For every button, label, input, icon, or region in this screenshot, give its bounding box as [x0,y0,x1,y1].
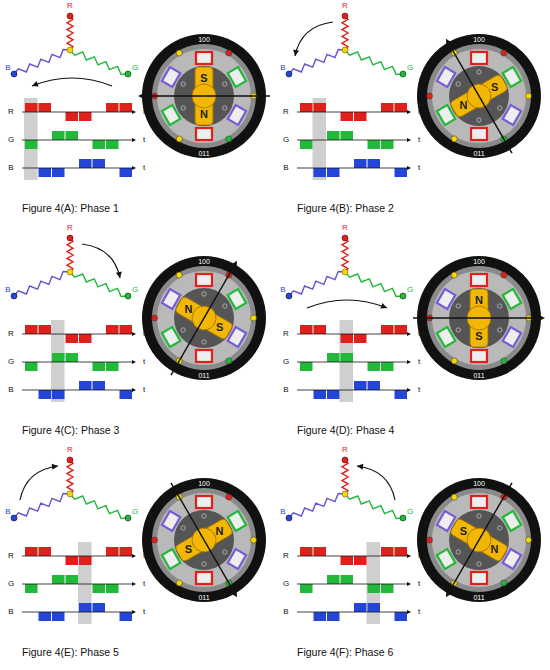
time-axis-label: t [143,552,145,560]
pole-label: N [491,544,499,555]
waveform-label: G [8,136,14,144]
time-axis-label: t [143,358,145,366]
time-axis-label: t [418,164,420,172]
waveform-label: B [283,164,288,172]
coil-terminal-label: G [407,508,413,516]
figure-caption: Figure 4(E): Phase 5 [22,647,119,658]
ring-code: 011 [473,150,484,157]
coil-terminal-label: R [342,2,348,10]
pole-label: N [475,295,483,306]
time-axis-label: t [418,358,420,366]
time-axis-label: t [418,136,420,144]
ring-code: 100 [198,36,210,43]
figure-caption: Figure 4(A): Phase 1 [22,203,119,214]
ring-code: 011 [473,372,484,379]
figure-caption: Figure 4(D): Phase 4 [297,425,394,436]
ring-code: 011 [198,594,209,601]
waveform-label: B [8,608,13,616]
ring-code: 011 [198,372,209,379]
pole-label: S [200,73,207,84]
waveform-label: R [283,330,289,338]
coil-terminal-label: G [132,508,138,516]
coil-terminal-label: R [342,446,348,454]
coil-terminal-label: R [67,446,73,454]
coil-terminal-label: R [67,224,73,232]
pole-label: S [491,82,498,93]
coil-terminal-label: G [407,286,413,294]
time-axis-label: t [418,608,420,616]
coil-terminal-label: B [280,508,285,516]
pole-label: N [216,526,224,537]
waveform-label: G [283,358,289,366]
waveform-label: R [283,552,289,560]
pole-label: S [460,526,467,537]
time-axis-label: t [418,552,420,560]
ring-code: 100 [473,480,485,487]
coil-terminal-label: B [5,64,10,72]
waveform-label: R [283,108,289,116]
coil-terminal-label: B [5,508,10,516]
waveform-label: R [8,108,14,116]
coil-terminal-label: G [407,64,413,72]
coil-terminal-label: G [132,64,138,72]
coil-terminal-label: R [67,2,73,10]
time-axis-label: t [143,386,145,394]
ring-code: 100 [198,480,210,487]
waveform-label: G [283,136,289,144]
time-axis-label: t [418,330,420,338]
pole-label: S [185,544,192,555]
waveform-label: G [8,580,14,588]
waveform-label: R [8,552,14,560]
waveform-label: G [8,358,14,366]
pole-label: N [459,100,467,111]
ring-code: 100 [198,258,210,265]
pole-label: S [475,331,482,342]
pole-label: N [184,304,192,315]
coil-terminal-label: R [342,224,348,232]
figure-caption: Figure 4(C): Phase 3 [22,425,119,436]
waveform-label: G [283,580,289,588]
coil-terminal-label: B [5,286,10,294]
time-axis-label: t [143,580,145,588]
ring-code: 100 [473,258,485,265]
pole-label: N [200,109,208,120]
time-axis-label: t [418,580,420,588]
waveform-label: R [8,330,14,338]
time-axis-label: t [143,136,145,144]
time-axis-label: t [143,330,145,338]
figure-caption: Figure 4(B): Phase 2 [297,203,394,214]
time-axis-label: t [418,386,420,394]
time-axis-label: t [143,608,145,616]
waveform-label: B [283,386,288,394]
time-axis-label: t [418,108,420,116]
ring-code: 011 [473,594,484,601]
waveform-label: B [8,386,13,394]
ring-code: 011 [198,150,209,157]
time-axis-label: t [143,108,145,116]
waveform-label: B [8,164,13,172]
coil-terminal-label: B [280,286,285,294]
time-axis-label: t [143,164,145,172]
pole-label: S [216,322,223,333]
figure-caption: Figure 4(F): Phase 6 [297,647,393,658]
waveform-label: B [283,608,288,616]
coil-terminal-label: G [132,286,138,294]
coil-terminal-label: B [280,64,285,72]
ring-code: 100 [473,36,485,43]
